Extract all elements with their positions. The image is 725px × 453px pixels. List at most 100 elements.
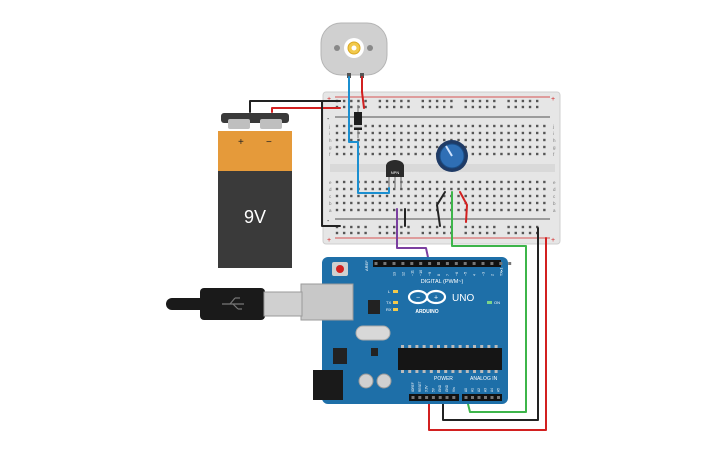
power-pin-label: 5V [431,387,435,392]
breadboard-hole [507,208,510,212]
digital-pin[interactable] [463,262,467,265]
power-pin[interactable] [452,396,456,399]
breadboard-hole [364,124,367,128]
power-pin-label: RESET [418,381,422,392]
breadboard-hole [435,124,439,128]
rail-hole [528,99,532,103]
rail-hole [478,225,482,229]
power-pin[interactable] [445,396,449,399]
transistor-label: NPN [391,170,400,175]
rail-plus-label-top: + [327,96,331,103]
usb-icon [222,297,244,310]
digital-pin-label: ~9 [428,272,432,276]
breadboard-hole [400,124,403,128]
power-pin[interactable] [425,396,429,399]
analog-pin[interactable] [484,396,487,399]
rail-hole [478,105,482,109]
breadboard-hole [485,124,489,128]
digital-pin[interactable] [499,262,503,265]
digital-pin[interactable] [392,262,396,265]
digital-pin[interactable] [410,262,414,265]
breadboard-hole [543,145,546,149]
breadboard-hole [485,208,489,212]
rail-hole [528,231,532,235]
digital-pin[interactable] [481,262,485,265]
reset-button[interactable] [336,265,344,273]
analog-pin[interactable] [471,396,474,399]
digital-pin[interactable] [428,262,432,265]
breadboard-hole [350,131,353,135]
analog-pin[interactable] [477,396,481,399]
analog-pin[interactable] [497,396,500,399]
row-letter: h [553,138,556,143]
rail-hole [493,99,496,103]
breadboard-hole [385,152,389,156]
breadboard-hole [528,208,532,212]
breadboard-hole [514,138,517,142]
breadboard-hole [428,124,432,128]
breadboard-hole [457,194,460,198]
breadboard-hole [478,194,482,198]
breadboard-hole [478,201,482,205]
digital-pin-label: 8 [437,274,441,276]
breadboard-hole [393,180,396,184]
breadboard-hole [500,194,503,198]
chip-pin [458,345,462,348]
breadboard-hole [536,152,539,156]
digital-pin[interactable] [508,262,512,265]
rail-hole [536,105,539,109]
breadboard-hole [485,152,489,156]
row-letter: d [553,187,556,192]
breadboard-hole [385,194,389,198]
breadboard-hole [335,208,339,212]
digital-pin-label: 12 [401,272,405,276]
chip-pin [465,370,469,373]
power-pin[interactable] [418,396,422,399]
voltage-regulator [333,348,347,364]
digital-pin[interactable] [454,262,458,265]
breadboard-hole [371,145,374,149]
digital-pin[interactable] [490,262,494,265]
digital-pin[interactable] [437,262,440,265]
power-pin[interactable] [438,396,442,399]
rail-hole [485,231,489,235]
rail-hole [514,225,517,229]
dc-motor[interactable] [320,22,388,78]
digital-pin[interactable] [419,262,423,265]
breadboard-hole [371,201,374,205]
usb-plug-metal [263,291,303,317]
battery-9v[interactable]: + − 9V [218,113,292,268]
breadboard-hole [364,187,367,191]
power-pin[interactable] [431,396,435,399]
rail-hole [350,231,353,235]
rail-hole [342,225,346,229]
rail-hole [400,105,403,109]
digital-pin[interactable] [401,262,405,265]
breadboard-hole [378,138,382,142]
chip-pin [415,345,419,348]
digital-pin[interactable] [472,262,476,265]
chip-pin [408,345,412,348]
power-pin[interactable] [411,396,415,399]
breadboard-hole [393,124,396,128]
breadboard-hole [385,201,389,205]
digital-pin[interactable] [374,262,378,265]
breadboard-hole [521,194,525,198]
chip-pin [494,345,498,348]
rail-hole [521,231,525,235]
digital-pin[interactable] [445,262,449,265]
breadboard-hole [457,131,460,135]
breadboard-hole [421,138,424,142]
diode[interactable] [354,105,362,138]
digital-pin-label: RX◂0 [508,267,512,276]
digital-pin[interactable] [383,262,387,265]
npn-transistor[interactable]: NPN [386,160,404,188]
breadboard-hole [528,180,532,184]
row-letter: f [553,152,555,157]
analog-pin[interactable] [490,396,494,399]
breadboard-hole [500,208,503,212]
chip-pin [480,345,484,348]
potentiometer[interactable] [436,140,468,172]
analog-pin[interactable] [464,396,468,399]
